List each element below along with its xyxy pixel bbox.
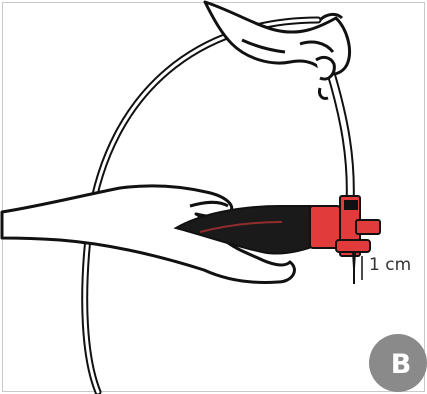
hand-pinching-tube-icon [203, 0, 351, 100]
hand-holding-syringe-icon [0, 184, 296, 284]
panel-badge [369, 334, 427, 392]
syringe-body [173, 205, 321, 255]
measurement-label: 1 cm [369, 255, 412, 275]
panel-letter: B [390, 349, 412, 380]
red-catheter-hub-icon [309, 195, 381, 257]
